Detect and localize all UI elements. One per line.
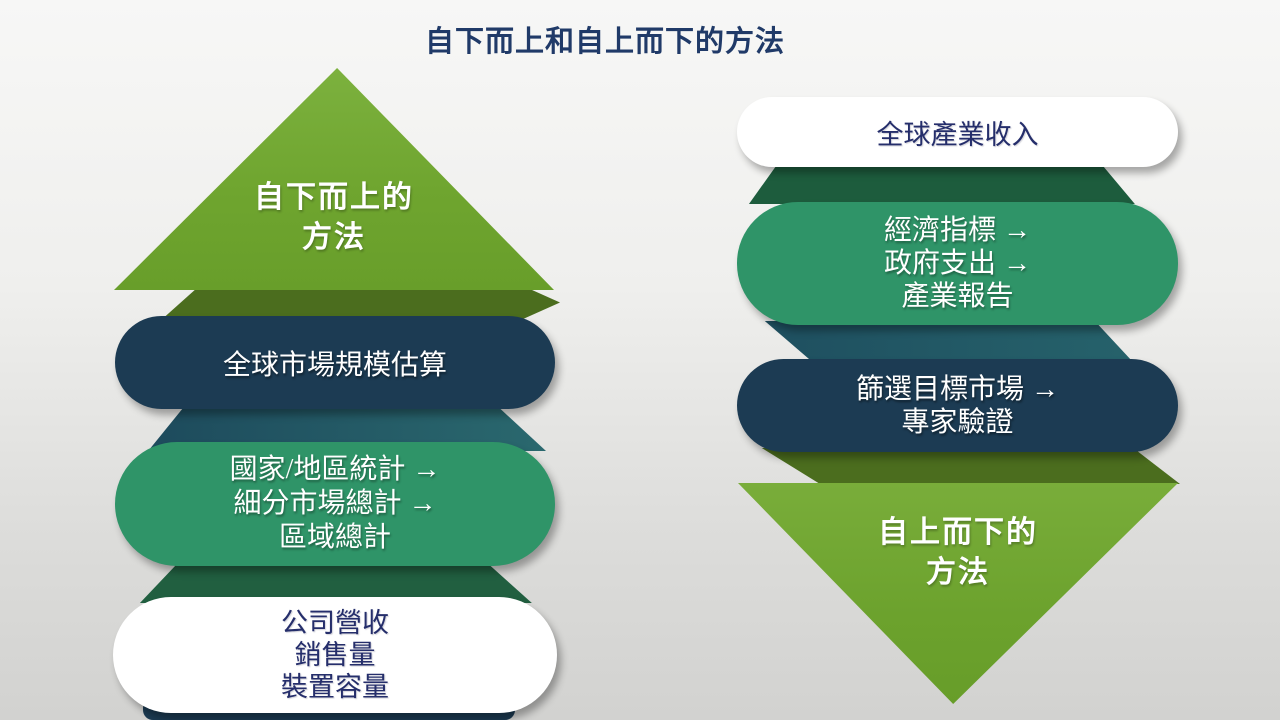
left-step-global-market-estimate: 全球市場規模估算 xyxy=(115,316,555,409)
right-step-global-industry-revenue: 全球產業收入 xyxy=(737,97,1178,167)
bottom-up-triangle: 自下而上的 方法 xyxy=(114,68,554,290)
pill-text-line: 國家/地區統計 → xyxy=(229,454,441,485)
pill-text-line: 全球產業收入 xyxy=(876,119,1039,150)
right-ribbon-band-1 xyxy=(748,163,1135,204)
slide-title: 自下而上和自上而下的方法 xyxy=(424,26,786,58)
pill-text-line: 區域總計 xyxy=(278,522,391,553)
pill-text-line: 專家驗證 xyxy=(901,406,1014,438)
right-step-target-market-screening: 篩選目標市場 → 專家驗證 xyxy=(737,359,1178,452)
bottom-up-triangle-label: 自下而上的 方法 xyxy=(114,178,554,258)
pill-text-line: 細分市場總計 → xyxy=(233,488,437,519)
left-ribbon-band-1 xyxy=(162,286,560,319)
triangle-label-line: 方法 xyxy=(926,556,990,589)
pill-text-line: 經濟指標 → xyxy=(883,215,1031,246)
left-step-country-region-stats: 國家/地區統計 → 細分市場總計 → 區域總計 xyxy=(115,442,555,566)
pill-text-line: 政府支出 → xyxy=(883,248,1031,279)
pill-text-line: 銷售量 xyxy=(294,640,376,670)
left-ribbon-band-3 xyxy=(139,561,532,603)
triangle-label-line: 自下而上的 xyxy=(254,181,414,214)
right-ribbon-band-2 xyxy=(764,321,1135,364)
top-down-triangle: 自上而下的 方法 xyxy=(738,483,1178,704)
top-down-triangle-label: 自上而下的 方法 xyxy=(738,513,1178,593)
left-step-company-revenue: 公司營收 銷售量 裝置容量 xyxy=(113,597,557,713)
pill-text-line: 裝置容量 xyxy=(281,672,389,702)
pill-text-line: 全球市場規模估算 xyxy=(222,349,447,381)
pill-text-line: 篩選目標市場 → xyxy=(855,373,1059,405)
pill-text-line: 產業報告 xyxy=(901,281,1014,312)
triangle-label-line: 方法 xyxy=(302,221,366,254)
triangle-label-line: 自上而下的 xyxy=(878,516,1038,549)
pill-text-line: 公司營收 xyxy=(281,608,389,638)
right-step-economic-indicators: 經濟指標 → 政府支出 → 產業報告 xyxy=(737,202,1178,325)
right-ribbon-band-3 xyxy=(761,448,1180,484)
